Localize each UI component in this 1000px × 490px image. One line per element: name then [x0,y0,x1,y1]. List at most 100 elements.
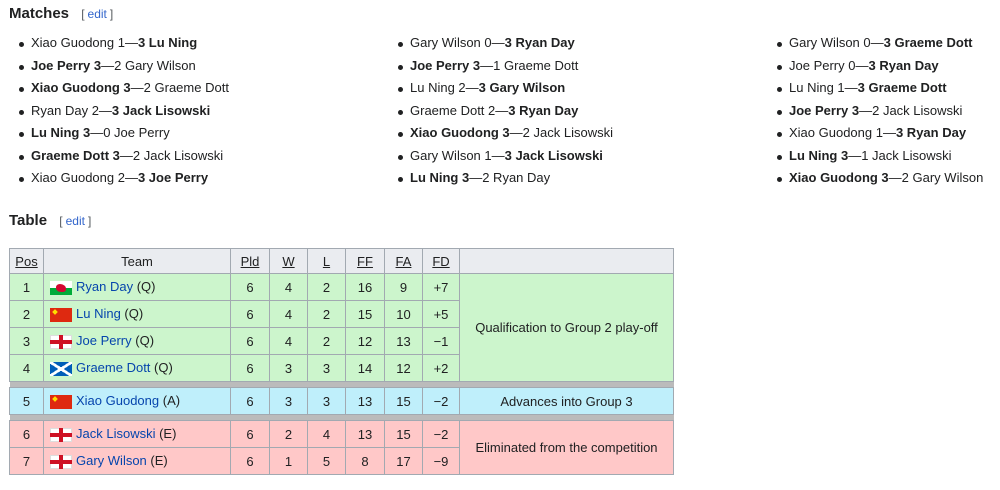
won-cell: 2 [269,420,308,448]
col-header-ff[interactable]: FF [345,248,385,274]
team-link[interactable]: Graeme Dott [76,360,151,376]
team-link[interactable]: Jack Lisowski [76,426,156,442]
played-cell: 6 [230,300,270,328]
team-status: (Q) [120,306,144,322]
match-away-player: 3 Lu Ning [137,35,198,50]
match-result: Joe Perry 3—2 Gary Wilson [17,55,229,78]
frame-difference-cell: +2 [422,354,460,382]
score-dash: — [469,170,483,185]
score-dash: — [101,57,115,73]
frames-against-cell: 17 [384,447,423,475]
table-edit-link[interactable]: edit [65,214,85,228]
match-result: Lu Ning 2—3 Gary Wilson [396,77,613,100]
col-header-l[interactable]: L [307,248,346,274]
match-away-player: 3 Jack Lisowski [504,147,603,163]
match-home-player: Lu Ning 3 [410,170,470,185]
match-away-player: 0 Joe Perry [103,125,170,140]
col-header-notes [459,248,674,274]
matches-heading: Matches [edit] [9,5,113,22]
lost-cell: 2 [307,300,346,328]
col-header-fa[interactable]: FA [384,248,423,274]
match-away-player: 2 Jack Lisowski [522,125,613,140]
lost-cell: 3 [307,387,346,415]
match-away-player: 3 Ryan Day [508,102,579,118]
scotland-flag-icon [50,361,72,376]
score-dash: — [98,102,112,118]
match-home-player: Joe Perry 3 [31,57,102,73]
england-flag-icon [50,334,72,349]
team-link[interactable]: Joe Perry [76,333,132,349]
frames-for-cell: 14 [345,354,385,382]
frame-difference-cell: +5 [422,300,460,328]
match-home-player: Lu Ning 3 [31,125,91,140]
match-away-player: 3 Ryan Day [868,57,939,73]
score-dash: — [882,125,896,140]
match-home-player: Gary Wilson 0 [410,35,492,50]
played-cell: 6 [230,387,270,415]
standings-table: Pos Team Pld W L FF FA FD 1 Ryan Day (Q) 6… [9,248,674,475]
match-away-player: 2 Gary Wilson [114,57,196,73]
score-dash: — [491,147,505,163]
frame-difference-cell: −2 [422,420,460,448]
match-home-player: Lu Ning 3 [789,147,849,163]
team-status: (A) [159,393,181,409]
match-home-player: Graeme Dott 2 [410,102,496,118]
match-away-player: 3 Graeme Dott [883,35,973,50]
col-header-w[interactable]: W [269,248,308,274]
match-home-player: Xiao Guodong 3 [789,170,889,185]
col-header-pos[interactable]: Pos [9,248,44,274]
score-dash: — [130,80,144,95]
match-result: Xiao Guodong 2—3 Joe Perry [17,167,229,190]
col-header-team: Team [43,248,231,274]
match-away-player: 3 Graeme Dott [857,80,947,95]
team-status: (Q) [131,333,155,349]
frame-difference-cell: +7 [422,273,460,301]
team-cell: Xiao Guodong (A) [43,387,231,415]
match-result: Gary Wilson 1—3 Jack Lisowski [396,145,613,168]
match-home-player: Xiao Guodong 2 [31,170,125,185]
frames-against-cell: 13 [384,327,423,355]
match-result: Joe Perry 3—1 Graeme Dott [396,55,613,78]
match-result: Xiao Guodong 1—3 Lu Ning [17,32,229,55]
frame-difference-cell: −9 [422,447,460,475]
match-result: Lu Ning 3—2 Ryan Day [396,167,613,190]
score-dash: — [855,57,869,73]
team-link[interactable]: Ryan Day [76,279,134,295]
team-link[interactable]: Lu Ning [76,306,121,322]
match-home-player: Ryan Day 2 [31,102,99,118]
matches-edit-section: [edit] [81,7,114,21]
matches-edit-link[interactable]: edit [87,7,107,21]
group-note: Qualification to Group 2 play-off [459,273,674,382]
won-cell: 3 [269,354,308,382]
team-cell: Joe Perry (Q) [43,327,231,355]
pos-cell: 2 [9,300,44,328]
team-cell: Gary Wilson (E) [43,447,231,475]
table-heading: Table [edit] [9,212,91,229]
header-row: Pos Team Pld W L FF FA FD [9,248,674,274]
team-cell: Lu Ning (Q) [43,300,231,328]
frames-for-cell: 13 [345,387,385,415]
team-link[interactable]: Xiao Guodong [76,393,160,409]
pos-cell: 1 [9,273,44,301]
match-away-player: 1 Jack Lisowski [861,147,952,163]
table-title: Table [9,212,48,229]
wales-flag-icon [50,280,72,295]
col-header-pld[interactable]: Pld [230,248,270,274]
won-cell: 4 [269,327,308,355]
match-home-player: Joe Perry 3 [789,102,860,118]
match-result: Xiao Guodong 3—2 Graeme Dott [17,77,229,100]
played-cell: 6 [230,420,270,448]
match-away-player: 3 Ryan Day [895,125,967,140]
match-away-player: 2 Jack Lisowski [132,147,224,163]
match-result: Ryan Day 2—3 Jack Lisowski [17,100,229,123]
group-note: Eliminated from the competition [459,420,674,475]
frames-for-cell: 13 [345,420,385,448]
score-dash: — [509,125,523,140]
col-header-fd[interactable]: FD [422,248,460,274]
team-link[interactable]: Gary Wilson [76,453,147,469]
frames-for-cell: 8 [345,447,385,475]
